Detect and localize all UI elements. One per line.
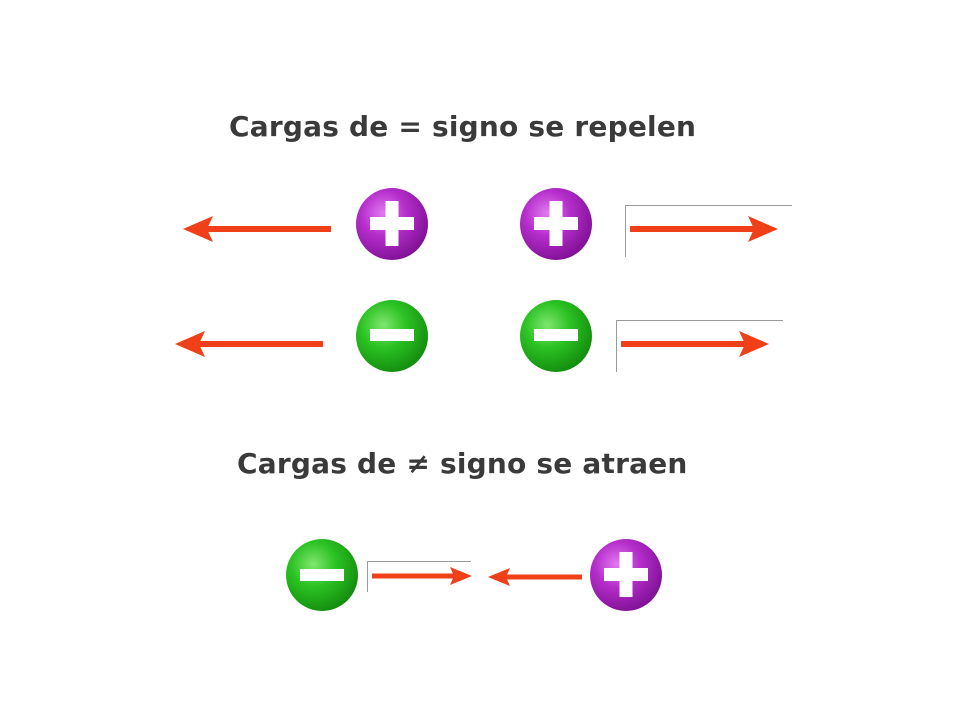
negative-charge-1	[354, 298, 430, 374]
title-same-sign-repel: Cargas de = signo se repelen	[229, 110, 697, 143]
negative-charge-2	[518, 298, 594, 374]
plus-icon	[604, 552, 648, 597]
arrow-frame-2	[616, 320, 783, 372]
positive-charge-2	[518, 186, 594, 262]
arrow-left-1	[183, 212, 333, 246]
arrow-frame-1	[625, 205, 792, 257]
arrow-left-3	[488, 565, 584, 589]
arrow-frame-3	[367, 561, 471, 592]
title-opposite-sign-attract: Cargas de ≠ signo se atraen	[237, 447, 688, 480]
positive-charge-3	[588, 537, 664, 613]
minus-icon	[300, 569, 344, 581]
plus-icon	[534, 201, 578, 246]
plus-icon	[370, 201, 414, 246]
arrow-right-2	[619, 327, 769, 361]
arrow-left-2	[175, 327, 325, 361]
minus-icon	[534, 329, 578, 341]
positive-charge-1	[354, 186, 430, 262]
negative-charge-3	[284, 537, 360, 613]
arrow-right-3	[370, 564, 472, 588]
arrow-right-1	[628, 212, 778, 246]
minus-icon	[370, 329, 414, 341]
